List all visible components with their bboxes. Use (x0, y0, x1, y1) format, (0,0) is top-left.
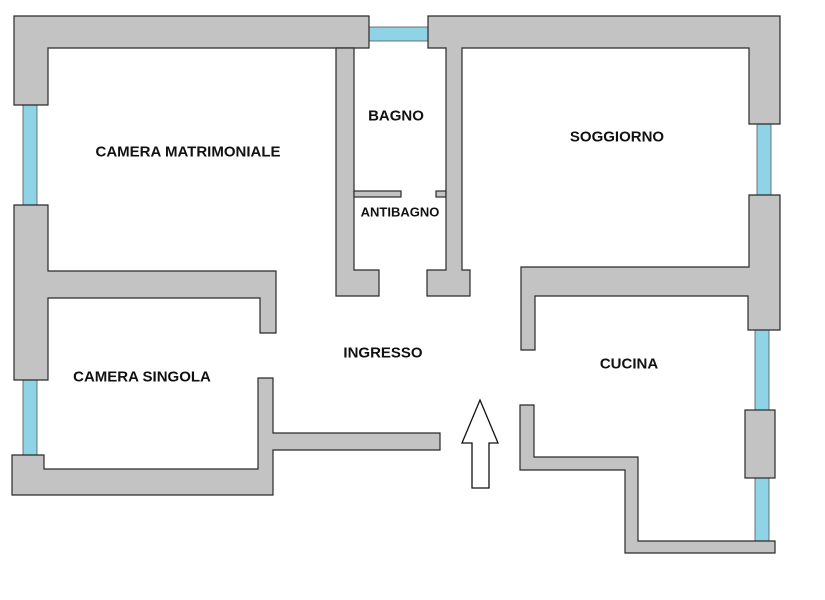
window-soggiorno (756, 123, 772, 197)
wall-camera-left (13, 204, 277, 381)
wall-bagno-left (335, 47, 380, 297)
room-label-soggiorno: SOGGIORNO (569, 128, 665, 146)
room-label-camera-matrimoniale: CAMERA MATRIMONIALE (95, 143, 281, 161)
window-cucina-lower (754, 477, 770, 545)
room-label-bagno: BAGNO (368, 107, 424, 125)
room-label-ingresso: INGRESSO (343, 344, 423, 362)
wall-cucina-bottom (519, 404, 776, 554)
window-cucina-upper (754, 329, 770, 412)
wall-antibagno-partition-right (435, 190, 447, 198)
window-bagno (367, 26, 431, 42)
wall-cucina-pillar (744, 409, 776, 479)
entrance-arrow-icon (461, 398, 499, 489)
room-label-cucina: CUCINA (599, 355, 659, 373)
wall-soggiorno-top (426, 15, 781, 297)
wall-camera-matrimoniale-top (13, 15, 370, 106)
room-label-antibagno: ANTIBAGNO (360, 204, 440, 220)
window-camera-singola (22, 379, 38, 457)
window-camera-matrimoniale (22, 104, 38, 206)
room-label-camera-singola: CAMERA SINGOLA (73, 368, 211, 386)
wall-soggiorno-cucina (520, 194, 781, 351)
wall-camera-singola-bottom (11, 377, 441, 496)
wall-antibagno-partition-left (353, 190, 402, 198)
